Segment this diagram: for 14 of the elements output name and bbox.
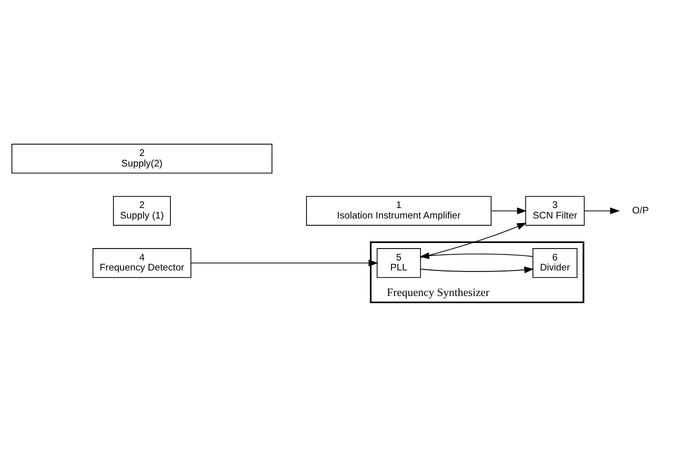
node-box: 6 Divider — [532, 248, 578, 278]
node-box: 1 Isolation Instrument Amplifier — [306, 196, 492, 226]
node-box: 3 SCN Filter — [525, 196, 585, 226]
node-box: 4 Frequency Detector — [92, 248, 192, 278]
arrow — [420, 266, 534, 273]
arrow — [420, 252, 534, 259]
arrow — [190, 259, 378, 266]
arrow — [490, 206, 527, 214]
node-text: O/P — [632, 204, 649, 216]
node-box: 2 Supply(2) — [11, 143, 272, 174]
node-box: 2 Supply (1) — [113, 196, 171, 226]
node-box: 5 PLL — [376, 248, 421, 278]
arrow — [420, 222, 527, 258]
arrow — [584, 206, 620, 214]
